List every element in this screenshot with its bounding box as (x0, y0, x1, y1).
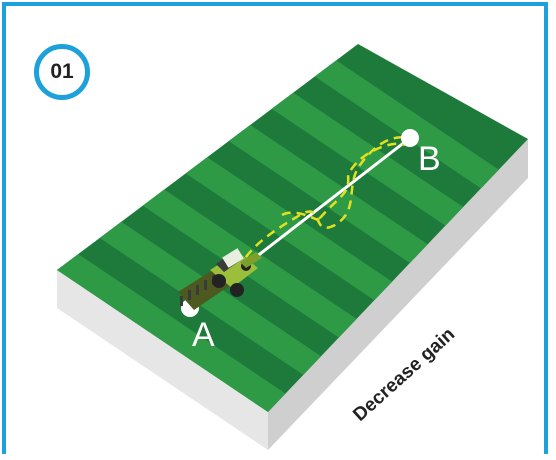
point-b-label: B (418, 140, 441, 178)
point-a-label: A (192, 316, 215, 354)
point-b-marker (401, 129, 419, 147)
